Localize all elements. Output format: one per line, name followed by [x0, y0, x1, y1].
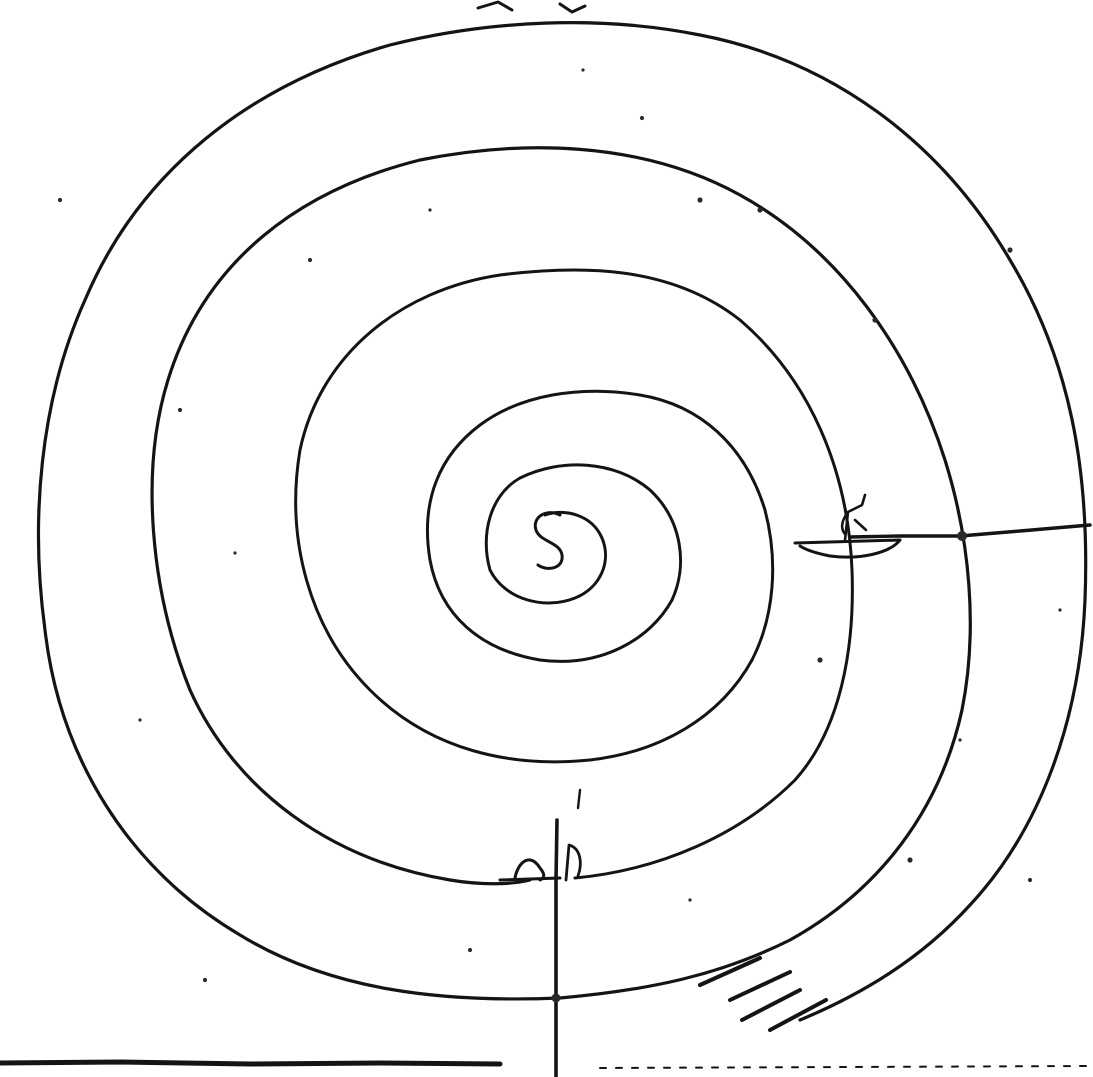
paper-speck	[203, 978, 207, 982]
vertical-line-tick	[578, 790, 580, 808]
paper-speck	[688, 898, 691, 901]
boat-right-hull	[795, 540, 900, 557]
spiral-center-curl	[535, 513, 562, 569]
boat-bottom-sail	[566, 845, 580, 880]
paper-speck	[872, 317, 877, 322]
bottom-edge-shadow	[0, 1062, 500, 1064]
paper-speck	[757, 207, 762, 212]
boat-bottom-hull	[500, 860, 560, 880]
paper-speck	[138, 718, 141, 721]
paper-speck	[697, 197, 702, 202]
paper-speck	[958, 738, 961, 741]
paper-speck	[817, 657, 822, 662]
paper-speck	[308, 258, 312, 262]
paper-speck	[1028, 878, 1032, 882]
paper-speck	[581, 68, 584, 71]
spiral-second-loop	[152, 148, 970, 998]
paper-speck	[1058, 608, 1061, 611]
paper-speck	[233, 551, 236, 554]
paper-specks	[58, 68, 1062, 982]
vertical-line-bottom	[556, 820, 557, 1077]
spiral-outer-loop	[38, 23, 1085, 1020]
paper-speck	[468, 948, 472, 952]
junction-dot-right	[957, 531, 967, 541]
boat-right-sail	[842, 495, 866, 540]
spiral-fourth-loop	[427, 391, 772, 661]
spiral-third-loop	[296, 270, 853, 878]
paper-speck	[1007, 247, 1012, 252]
bottom-edge-dashes	[600, 1066, 1093, 1068]
paper-speck	[58, 198, 62, 202]
top-edge-fragment	[478, 2, 585, 12]
paper-speck	[640, 116, 644, 120]
horizontal-line-right	[850, 525, 1090, 537]
junction-dot-bottom	[552, 994, 561, 1003]
spiral-inner-loop	[486, 465, 680, 603]
paper-speck	[907, 857, 912, 862]
paper-speck	[178, 408, 182, 412]
paper-speck	[428, 208, 431, 211]
